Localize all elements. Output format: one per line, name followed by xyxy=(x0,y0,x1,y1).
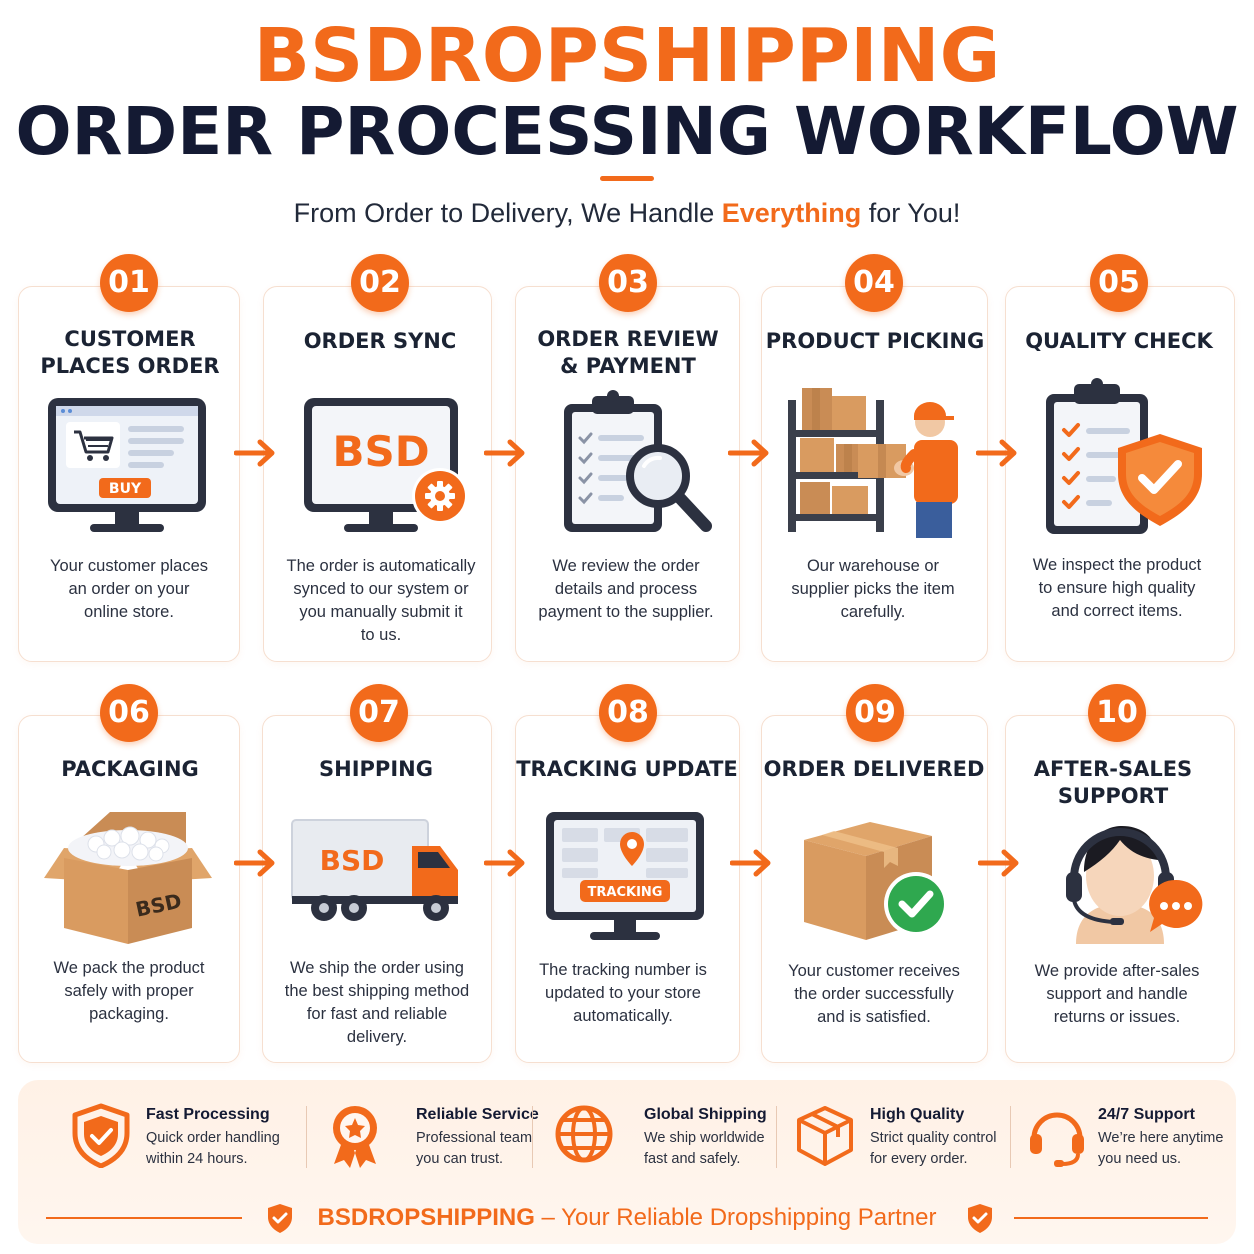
step-number-badge: 10 xyxy=(1088,684,1146,742)
feature-title: Fast Processing xyxy=(146,1106,270,1123)
feature-description: We ship worldwide fast and safely. xyxy=(644,1130,765,1167)
step-title: TRACKING UPDATE xyxy=(516,757,738,781)
order-sync-monitor-icon: BSD xyxy=(304,398,468,532)
feature-title: High Quality xyxy=(870,1106,965,1123)
svg-text:BSD: BSD xyxy=(332,427,429,476)
step-title: QUALITY CHECK xyxy=(1025,329,1213,353)
feature-title: Global Shipping xyxy=(644,1106,767,1123)
features-banner: Fast Processing Quick order handling wit… xyxy=(18,1080,1236,1244)
feature-divider xyxy=(1010,1106,1011,1168)
flow-arrow-icon xyxy=(978,849,1019,877)
delivered-box-icon xyxy=(804,822,948,940)
step-title: ORDER REVIEW & PAYMENT xyxy=(537,327,719,378)
feature-divider xyxy=(776,1106,777,1168)
feature-divider xyxy=(306,1106,307,1168)
step-number-badge: 02 xyxy=(351,254,409,312)
feature-description: Professional team you can trust. xyxy=(416,1130,533,1167)
step-description: Your customer places an order on your on… xyxy=(49,557,209,621)
packaging-box-icon: BSD xyxy=(44,812,212,944)
footer-separator: – xyxy=(534,1204,562,1231)
flow-arrow-icon xyxy=(234,849,275,877)
flow-arrow-icon xyxy=(484,439,525,467)
shield-check-icon xyxy=(268,1204,292,1233)
feature-description: Strict quality control for every order. xyxy=(870,1130,997,1167)
svg-text:BSD: BSD xyxy=(320,844,385,877)
footer-brand: BSDROPSHIPPING xyxy=(317,1204,535,1231)
step-title: ORDER DELIVERED xyxy=(763,757,985,781)
footer-slogan-text: Your Reliable Dropshipping Partner xyxy=(561,1204,937,1231)
step-number-badge: 09 xyxy=(846,684,904,742)
step-title: ORDER SYNC xyxy=(303,329,457,353)
footer-divider-left xyxy=(46,1217,242,1219)
tagline-post: for You! xyxy=(861,198,961,228)
page-title: ORDER PROCESSING WORKFLOW xyxy=(15,93,1239,170)
svg-text:BUY: BUY xyxy=(109,481,142,497)
warehouse-picking-icon xyxy=(788,388,958,538)
step-description: We provide after-sales support and handl… xyxy=(1034,962,1200,1026)
step-title: AFTER-SALES SUPPORT xyxy=(1033,757,1193,808)
box-icon xyxy=(797,1106,853,1166)
tagline-pre: From Order to Delivery, We Handle xyxy=(293,198,722,228)
delivery-truck-icon: BSD xyxy=(291,819,458,921)
feature-title: Reliable Service xyxy=(416,1106,539,1123)
step-description: We pack the product safely with proper p… xyxy=(53,959,205,1023)
brand-title: BSDROPSHIPPING xyxy=(253,13,1001,99)
clipboard-magnifier-icon xyxy=(564,390,712,532)
step-description: Our warehouse or supplier picks the item… xyxy=(791,557,955,621)
flow-arrow-icon xyxy=(730,849,771,877)
step-description: The order is automatically synced to our… xyxy=(286,557,476,644)
flow-arrow-icon xyxy=(976,439,1017,467)
footer-slogan: BSDROPSHIPPING – Your Reliable Dropshipp… xyxy=(18,1202,1236,1234)
step-title: PRODUCT PICKING xyxy=(765,329,985,353)
flow-arrow-icon xyxy=(234,439,275,467)
step-number-badge: 07 xyxy=(350,684,408,742)
tracking-monitor-icon: TRACKING xyxy=(546,812,704,940)
feature-title: 24/7 Support xyxy=(1098,1106,1195,1123)
svg-text:TRACKING: TRACKING xyxy=(588,885,663,900)
feature-description: We’re here anytime you need us. xyxy=(1098,1130,1224,1167)
headset-icon xyxy=(1030,1112,1084,1167)
feature-description: Quick order handling within 24 hours. xyxy=(146,1130,280,1167)
step-number-badge: 01 xyxy=(100,254,158,312)
title-divider xyxy=(600,176,654,181)
step-title: SHIPPING xyxy=(319,757,433,781)
tagline: From Order to Delivery, We Handle Everyt… xyxy=(0,196,1254,230)
feature-divider xyxy=(532,1106,533,1168)
step-title: PACKAGING xyxy=(61,757,199,781)
step-number-badge: 04 xyxy=(845,254,903,312)
support-agent-icon xyxy=(1066,826,1203,944)
tagline-highlight: Everything xyxy=(721,198,862,228)
shopping-monitor-icon: BUY xyxy=(48,398,206,532)
quality-check-icon xyxy=(1046,378,1202,534)
step-description: Your customer receives the order success… xyxy=(788,962,960,1026)
award-ribbon-icon xyxy=(333,1106,377,1168)
step-description: We inspect the product to ensure high qu… xyxy=(1032,556,1202,620)
globe-icon xyxy=(555,1105,613,1163)
flow-arrow-icon xyxy=(728,439,769,467)
step-description: We ship the order using the best shippin… xyxy=(284,959,470,1046)
shield-check-icon xyxy=(968,1204,992,1233)
step-number-badge: 06 xyxy=(100,684,158,742)
step-number-badge: 05 xyxy=(1090,254,1148,312)
step-number-badge: 08 xyxy=(599,684,657,742)
step-title: CUSTOMER PLACES ORDER xyxy=(40,327,220,378)
footer-divider-right xyxy=(1014,1217,1208,1219)
shield-check-icon xyxy=(72,1103,130,1168)
step-description: The tracking number is updated to your s… xyxy=(539,961,707,1025)
step-description: We review the order details and process … xyxy=(538,557,714,621)
flow-arrow-icon xyxy=(484,849,525,877)
step-number-badge: 03 xyxy=(599,254,657,312)
